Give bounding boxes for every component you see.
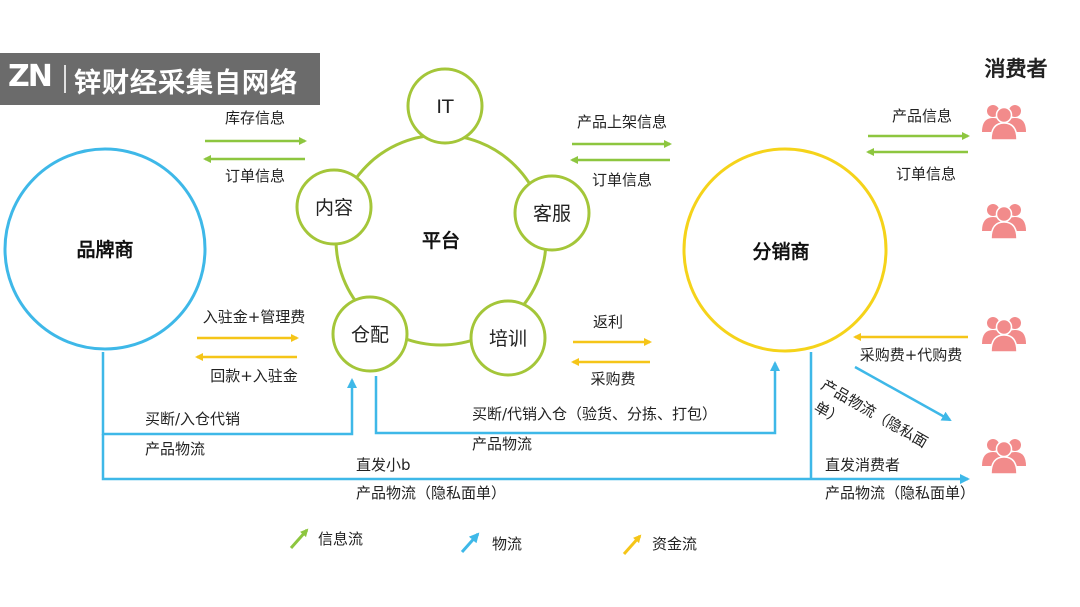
label-purchase-agent-fee: 采购费+代购费 xyxy=(860,346,963,364)
legend-info-label: 信息流 xyxy=(318,530,363,548)
label-direct-small-b: 直发小b xyxy=(356,456,411,474)
label-order-info-mid: 订单信息 xyxy=(592,171,652,189)
distributor-label: 分销商 xyxy=(752,240,809,263)
label-purchase-fee: 采购费 xyxy=(590,370,635,388)
service-node xyxy=(513,174,591,252)
service-label: 客服 xyxy=(533,203,571,225)
label-logistics-left: 产品物流 xyxy=(145,440,205,458)
content-label: 内容 xyxy=(315,197,353,219)
legend-info-arrow xyxy=(289,528,309,549)
watermark-banner: ZN 锌财经采集自网络 xyxy=(0,53,320,105)
legend-money-label: 资金流 xyxy=(652,535,697,553)
consumers-title: 消费者 xyxy=(985,57,1048,81)
arrow-distributor-to-consumer-diag xyxy=(854,365,952,422)
training-node xyxy=(469,299,547,377)
it-label: IT xyxy=(436,96,454,118)
label-order-info-right: 订单信息 xyxy=(896,165,956,183)
label-logistics-private-bottom: 产品物流（隐私面单） xyxy=(356,484,506,502)
brand-circle xyxy=(3,147,207,351)
label-rebate: 返利 xyxy=(593,313,623,331)
label-refund: 回款+入驻金 xyxy=(210,367,298,385)
it-node xyxy=(406,67,484,145)
label-product-listing-info: 产品上架信息 xyxy=(577,113,667,131)
watermark-logo: ZN xyxy=(8,59,53,94)
training-label: 培训 xyxy=(489,328,527,350)
label-logistics-mid: 产品物流 xyxy=(472,435,532,453)
legend-logistics-label: 物流 xyxy=(492,535,522,553)
brand-label: 品牌商 xyxy=(76,238,133,261)
legend-money-arrow xyxy=(622,534,642,555)
label-inventory-info: 库存信息 xyxy=(225,109,285,127)
label-entry-fee: 入驻金+管理费 xyxy=(203,308,306,326)
label-logistics-private-right: 产品物流（隐私面单） xyxy=(825,484,975,502)
arrow-warehouse-to-distributor xyxy=(374,361,780,435)
consumer-group-4-icon xyxy=(981,438,1027,475)
label-direct-consumer: 直发消费者 xyxy=(825,456,900,474)
warehouse-node xyxy=(331,295,409,373)
watermark-text: 锌财经采集自网络 xyxy=(74,68,298,99)
consumer-group-2-icon xyxy=(981,203,1027,240)
label-buyout-mid: 买断/代销入仓（验货、分拣、打包） xyxy=(472,405,717,423)
legend-logistics-arrow xyxy=(460,532,480,553)
distributor-circle xyxy=(682,147,888,353)
arrow-direct-small-b xyxy=(101,434,970,484)
platform-label: 平台 xyxy=(422,229,460,252)
label-product-info: 产品信息 xyxy=(892,107,952,125)
label-order-info-left: 订单信息 xyxy=(225,167,285,185)
warehouse-label: 仓配 xyxy=(351,324,389,346)
watermark-divider xyxy=(64,65,66,93)
consumer-group-1-icon xyxy=(981,104,1027,141)
arrow-brand-to-warehouse xyxy=(101,352,357,436)
content-node xyxy=(295,168,373,246)
consumer-group-3-icon xyxy=(981,316,1027,353)
label-buyout-left: 买断/入仓代销 xyxy=(145,410,240,428)
